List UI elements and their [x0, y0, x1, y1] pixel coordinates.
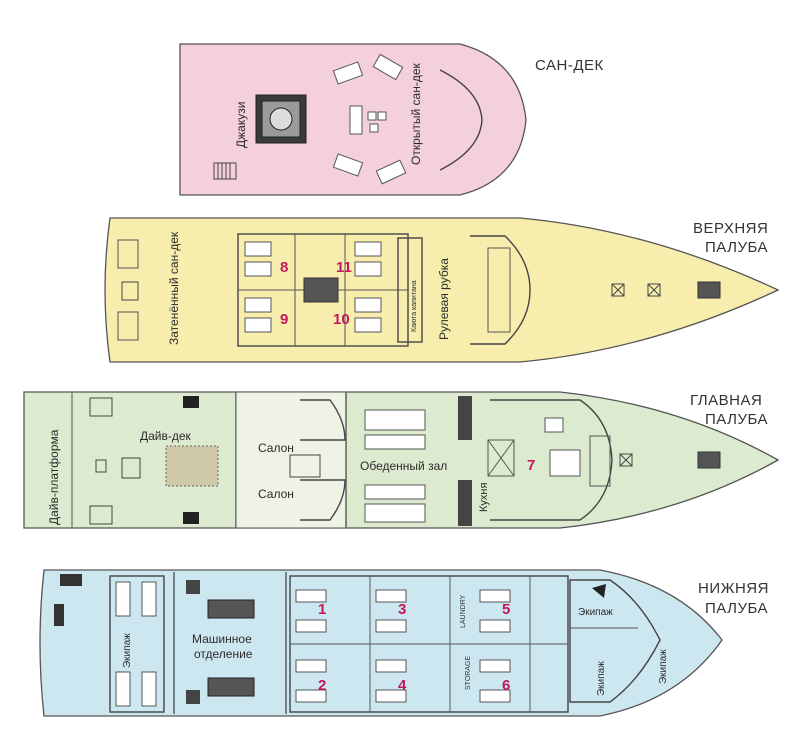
laundry-label: LAUNDRY	[460, 594, 467, 628]
hatch-icon	[619, 453, 633, 467]
salon-label-top: Салон	[258, 441, 294, 455]
lower-deck-title-line1: НИЖНЯЯ	[698, 580, 769, 597]
wheelhouse-label: Рулевая рубка	[437, 258, 451, 340]
sunbed-icon	[375, 159, 407, 185]
upper-deck-hull	[104, 217, 780, 363]
main-deck-title-line1: ГЛАВНАЯ	[690, 392, 762, 409]
hatch-icon	[647, 283, 661, 297]
sunbed-icon	[332, 61, 364, 85]
upper-deck: 8 11 9 10 Затенённый сан-дек Рулевая руб…	[104, 217, 780, 363]
captain-cabin-label: Каюта капитана	[411, 280, 418, 332]
cabin-7-outline	[490, 399, 613, 521]
engine-icon	[207, 599, 255, 619]
main-deck-hull	[23, 391, 780, 529]
sun-deck: Джакузи Открытый сан-дек	[179, 43, 527, 196]
sun-deck-title: САН-ДЕК	[535, 57, 604, 74]
dive-deck-label: Дайв-дек	[140, 429, 192, 443]
jacuzzi-label: Джакузи	[234, 102, 248, 148]
cabin-number-4: 4	[398, 677, 407, 694]
main-deck: 7 Дайв-платформа Дайв-дек Салон Салон Об…	[23, 391, 780, 529]
stairs-icon	[121, 281, 139, 301]
wheelhouse-outline	[470, 235, 531, 345]
engine-icon	[207, 677, 255, 697]
cabin-number-10: 10	[333, 311, 350, 328]
kitchen-label: Кухня	[478, 483, 490, 512]
lower-deck-title-line2: ПАЛУБА	[705, 600, 768, 617]
crew-fwd-bottom-label: Экипаж	[658, 649, 669, 684]
galley-wall	[458, 396, 472, 526]
salon-block	[235, 391, 347, 529]
sun-deck-rail	[439, 69, 483, 171]
hatch-icon	[611, 283, 625, 297]
anchor-winch-icon	[697, 281, 721, 299]
cabin-number-7: 7	[527, 457, 535, 474]
open-sundeck-label: Открытый сан-дек	[409, 62, 423, 165]
crew-aft-label: Экипаж	[122, 633, 133, 668]
stairs-icon	[213, 162, 237, 180]
cabin-number-2: 2	[318, 677, 326, 694]
cabin-number-5: 5	[502, 601, 510, 618]
cabin-number-11: 11	[336, 259, 352, 276]
dining-tables	[364, 409, 426, 523]
lower-deck: 1 3 5 2 4 6 LAUNDRY STORAGE Экипаж Экипа…	[39, 569, 723, 717]
shaded-sundeck-label: Затенённый сан-дек	[167, 231, 181, 345]
upper-deck-title-line2: ПАЛУБА	[705, 239, 768, 256]
upper-deck-title-line1: ВЕРХНЯЯ	[693, 220, 768, 237]
stairs-icon	[89, 505, 113, 525]
salon-label-bottom: Салон	[258, 487, 294, 501]
table-icon	[349, 105, 363, 135]
dive-table	[165, 445, 219, 487]
cabin-number-3: 3	[398, 601, 406, 618]
bathroom-icon	[303, 277, 339, 303]
main-deck-title-line2: ПАЛУБА	[705, 411, 768, 428]
lower-cabins	[289, 575, 569, 713]
dining-label: Обеденный зал	[360, 459, 447, 473]
stairs-icon	[89, 397, 113, 417]
crew-fwd-top-label: Экипаж	[578, 607, 613, 618]
stairs-icon	[289, 454, 321, 478]
engine-room-label-line1: Машинное	[192, 632, 252, 646]
cabin-number-9: 9	[280, 311, 288, 328]
anchor-winch-icon	[697, 451, 721, 469]
sunbed-icon	[372, 53, 404, 81]
engine-room-label-line2: отделение	[194, 647, 253, 661]
cabin-number-1: 1	[318, 601, 326, 618]
crew-fwd-mid-label: Экипаж	[596, 661, 607, 696]
stairs-icon	[121, 457, 141, 479]
sunbed-icon	[332, 153, 364, 177]
dive-platform-label: Дайв-платформа	[47, 429, 61, 525]
cabin-number-6: 6	[502, 677, 510, 694]
cabin-number-8: 8	[280, 259, 288, 276]
storage-label: STORAGE	[465, 656, 472, 690]
